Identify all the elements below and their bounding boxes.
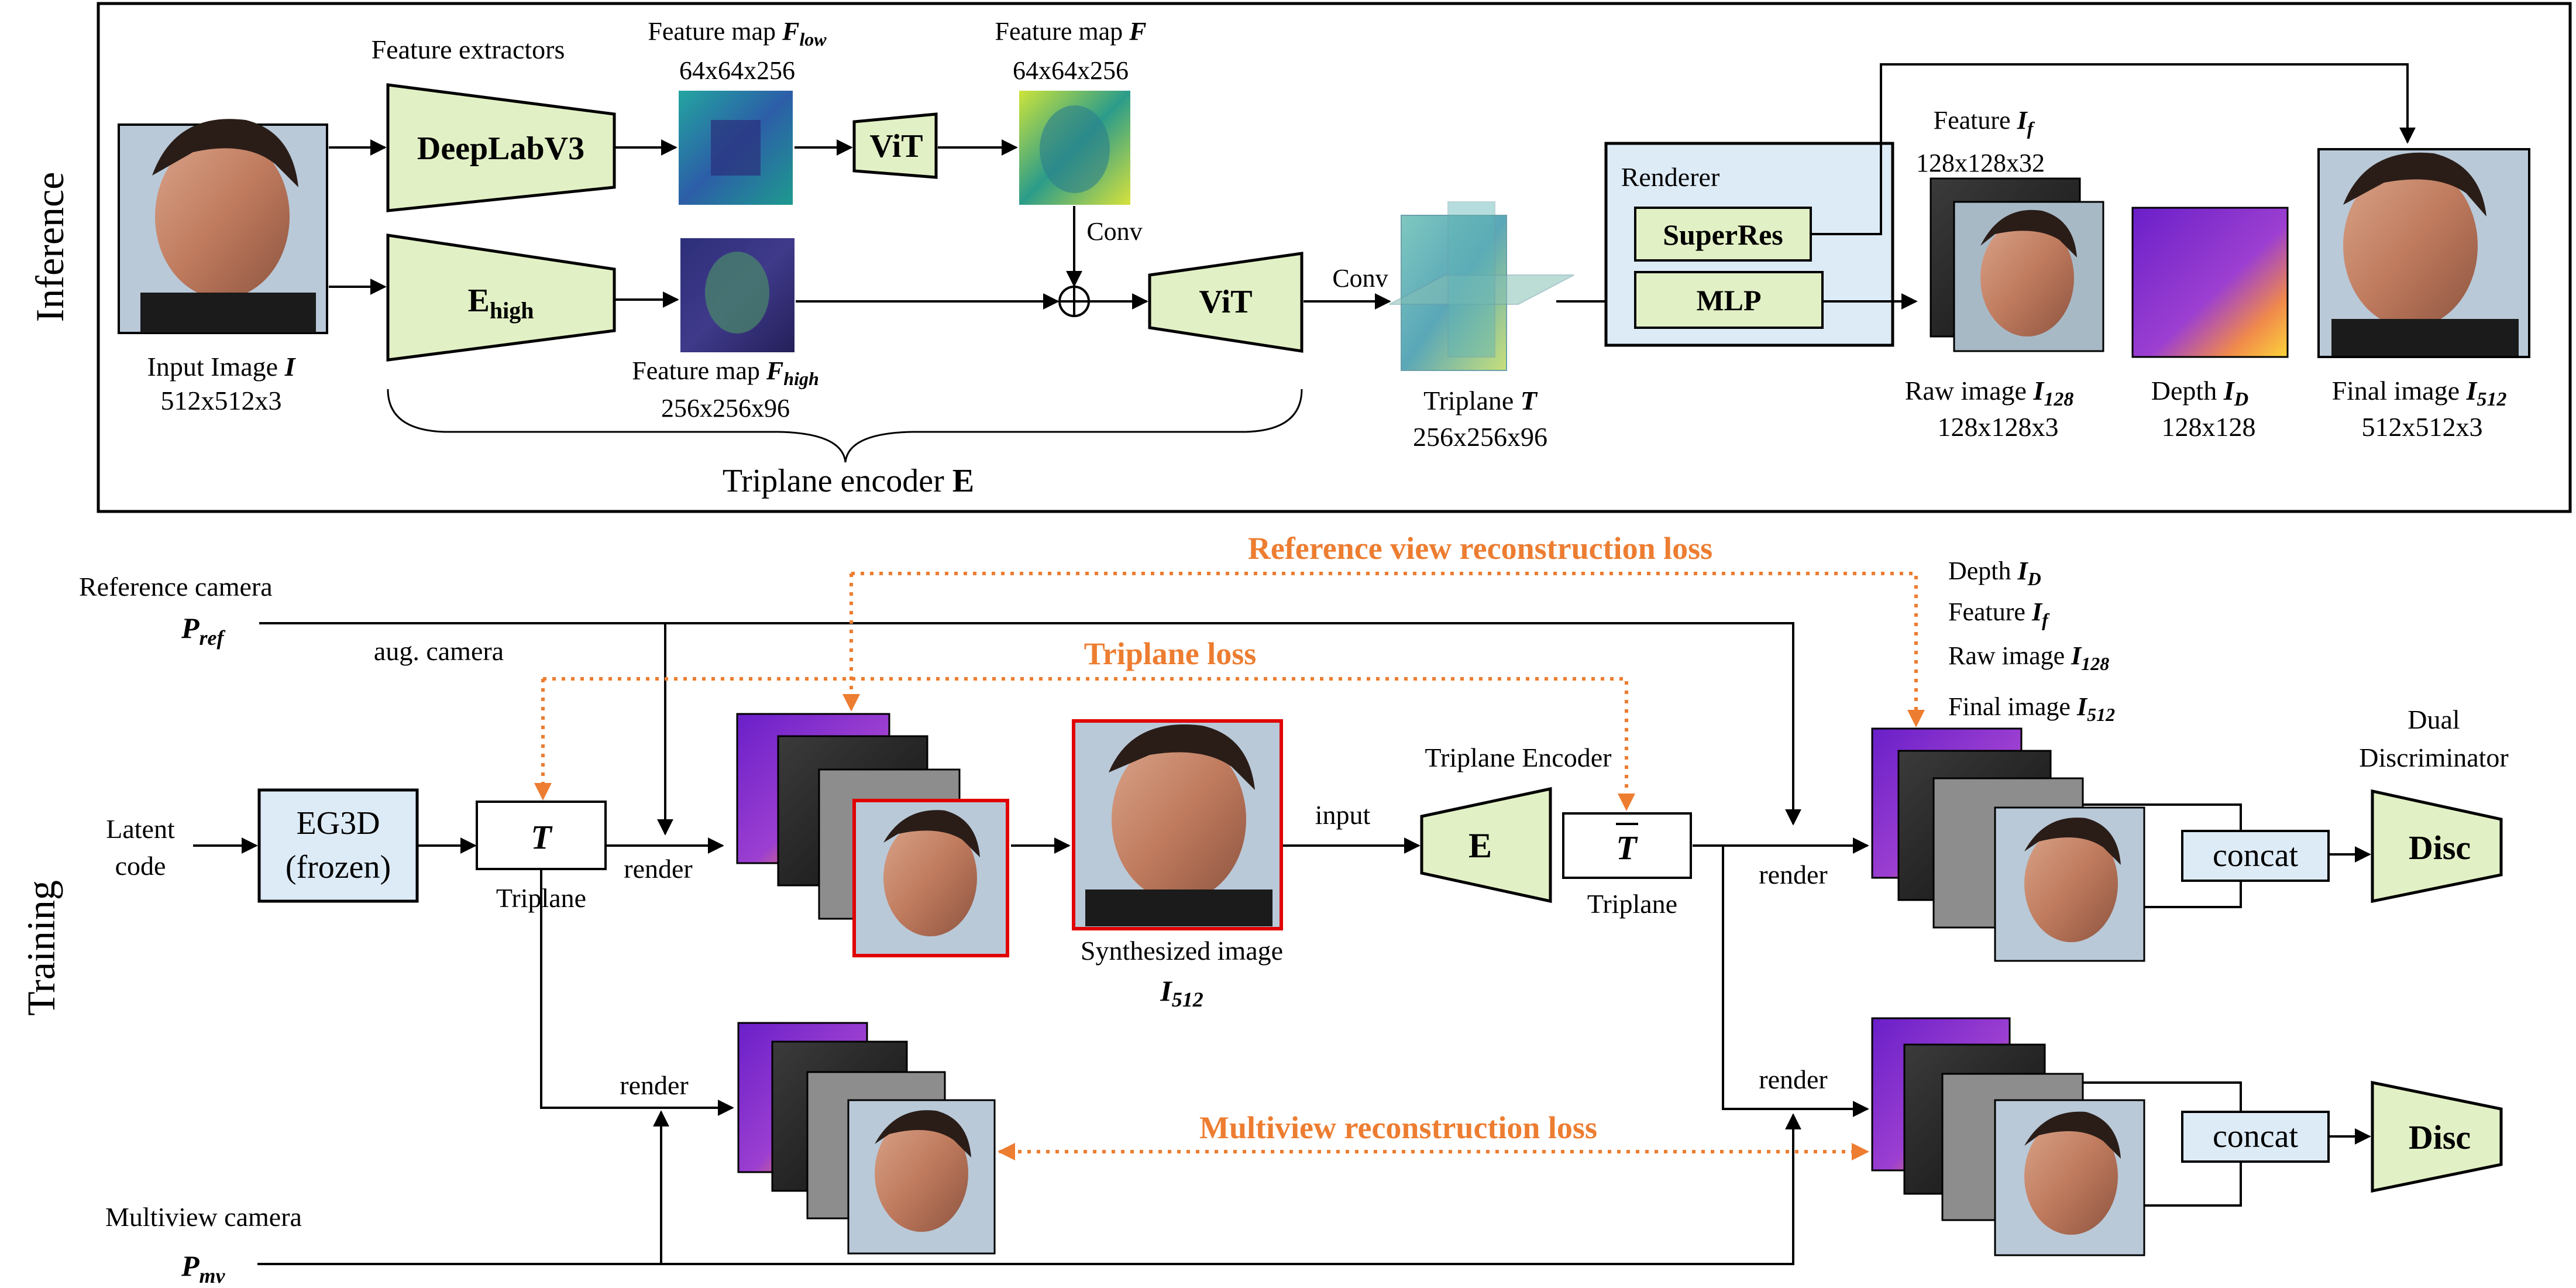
triplane-t-box	[476, 801, 607, 870]
depth-image	[2131, 207, 2289, 358]
feature-if-stack	[1930, 177, 2104, 352]
triplane-dims: 256x256x96	[1413, 422, 1547, 452]
disc-upper-module	[2371, 789, 2503, 904]
triplane-encoder-label: Triplane encoder E	[723, 463, 974, 499]
eg3d-label: EG3D	[296, 805, 380, 842]
triplane-tbar-symbol: T	[1616, 829, 1638, 867]
feature-if-label: Feature If	[1934, 106, 2035, 139]
eg3d-module	[257, 788, 419, 903]
training-encoder-label: E	[1468, 826, 1492, 865]
triplane-tbar-caption: Triplane	[1587, 889, 1677, 919]
latent-code-label-2: code	[115, 851, 166, 881]
deeplabv3-module	[386, 83, 616, 212]
vit1-label: ViT	[869, 128, 923, 164]
conv2-label: Conv	[1332, 264, 1388, 293]
raw-image-label: Raw image I128	[1905, 376, 2074, 410]
input-arrow-label: input	[1315, 800, 1371, 830]
deeplabv3-label: DeepLabV3	[417, 130, 584, 167]
rendered-stack-multiview	[737, 1022, 996, 1255]
e-high-label: Ehigh	[468, 283, 534, 324]
superres-module	[1634, 207, 1812, 262]
eg3d-frozen-label: (frozen)	[286, 849, 391, 885]
mlp-label: MLP	[1696, 284, 1761, 317]
render4-label: render	[620, 1070, 688, 1100]
disc-lower-module	[2371, 1080, 2503, 1193]
output-raw-label: Raw image I128	[1948, 641, 2109, 674]
vit2-module	[1148, 252, 1304, 353]
disc-upper-label: Disc	[2409, 829, 2471, 867]
mv-camera-label: Multiview camera	[105, 1202, 302, 1232]
depth-dims: 128x128	[2162, 412, 2256, 442]
ref-camera-label: Reference camera	[79, 572, 273, 602]
synthesized-image	[1072, 719, 1283, 930]
synthesized-image-symbol: I512	[1160, 974, 1203, 1011]
training-encoder-module	[1420, 786, 1552, 904]
triplane-label: Triplane T	[1423, 386, 1538, 415]
raw-image-dims: 128x128x3	[1938, 412, 2059, 442]
concat-upper-box	[2181, 830, 2330, 882]
concat-lower-box	[2181, 1111, 2330, 1163]
final-image-label: Final image I512	[2332, 376, 2507, 410]
vit1-module	[852, 112, 938, 179]
render3-label: render	[1759, 1064, 1827, 1094]
triplane-image	[1389, 201, 1574, 371]
fmap-low-dims: 64x64x256	[679, 56, 795, 85]
triplane-encoder-caption: Triplane Encoder	[1425, 743, 1612, 772]
output-final-label: Final image I512	[1948, 692, 2115, 725]
fmap-low-image	[679, 91, 793, 205]
rendered-stack-tbar-multiview	[1871, 1017, 2145, 1256]
synthesized-image-label: Synthesized image	[1081, 936, 1283, 966]
fmap-label: Feature map F	[995, 17, 1146, 46]
vit2-label: ViT	[1199, 284, 1252, 320]
feature-extractors-label: Feature extractors	[372, 35, 565, 64]
feature-if-dims: 128x128x32	[1916, 149, 2045, 177]
fmap-high-dims: 256x256x96	[661, 394, 790, 423]
triplane-t-symbol: T	[531, 818, 553, 856]
disc-lower-label: Disc	[2409, 1118, 2471, 1156]
fmap-high-label: Feature map Fhigh	[632, 356, 819, 389]
ref-view-loss-label: Reference view reconstruction loss	[1248, 531, 1712, 566]
fmap-dims: 64x64x256	[1013, 56, 1129, 85]
rendered-stack-ref	[736, 713, 1009, 957]
triplane-encoder-brace	[387, 389, 1303, 463]
input-image	[118, 119, 328, 334]
fmap-image	[1019, 91, 1130, 205]
final-image-dims: 512x512x3	[2362, 412, 2483, 442]
rendered-stack-tbar-ref	[1871, 727, 2145, 962]
e-high-module	[386, 233, 616, 362]
output-feature-label: Feature If	[1948, 597, 2050, 630]
superres-label: SuperRes	[1663, 218, 1783, 251]
dual-discriminator-label: Dual	[2408, 705, 2460, 734]
dual-discriminator-label-2: Discriminator	[2359, 743, 2509, 772]
p-mv-label: Pmv	[181, 1249, 226, 1287]
add-operator-icon	[1058, 286, 1090, 317]
concat-upper-label: concat	[2213, 837, 2299, 874]
inference-section-label: Inference	[27, 172, 72, 322]
output-depth-label: Depth ID	[1948, 557, 2041, 589]
final-image	[2317, 148, 2530, 358]
render2-label: render	[1759, 860, 1827, 889]
fmap-low-label: Feature map Flow	[648, 17, 827, 50]
fmap-high-image	[680, 238, 795, 352]
inference-panel-border	[97, 2, 2572, 513]
concat-lower-label: concat	[2213, 1118, 2299, 1155]
conv1-label: Conv	[1086, 217, 1142, 246]
multiview-loss-label: Multiview reconstruction loss	[1199, 1110, 1597, 1145]
latent-code-label: Latent	[106, 814, 175, 844]
mlp-module	[1634, 271, 1824, 329]
aug-camera-label: aug. camera	[374, 636, 504, 666]
triplane-loss-label: Triplane loss	[1084, 636, 1257, 671]
input-image-label: Input Image I	[147, 352, 297, 382]
depth-label: Depth ID	[2151, 376, 2248, 410]
input-image-dims: 512x512x3	[161, 386, 282, 415]
renderer-label: Renderer	[1621, 162, 1720, 192]
p-ref-label: Pref	[181, 612, 226, 650]
training-section-label: Training	[19, 880, 63, 1016]
render1-label: render	[624, 854, 692, 884]
